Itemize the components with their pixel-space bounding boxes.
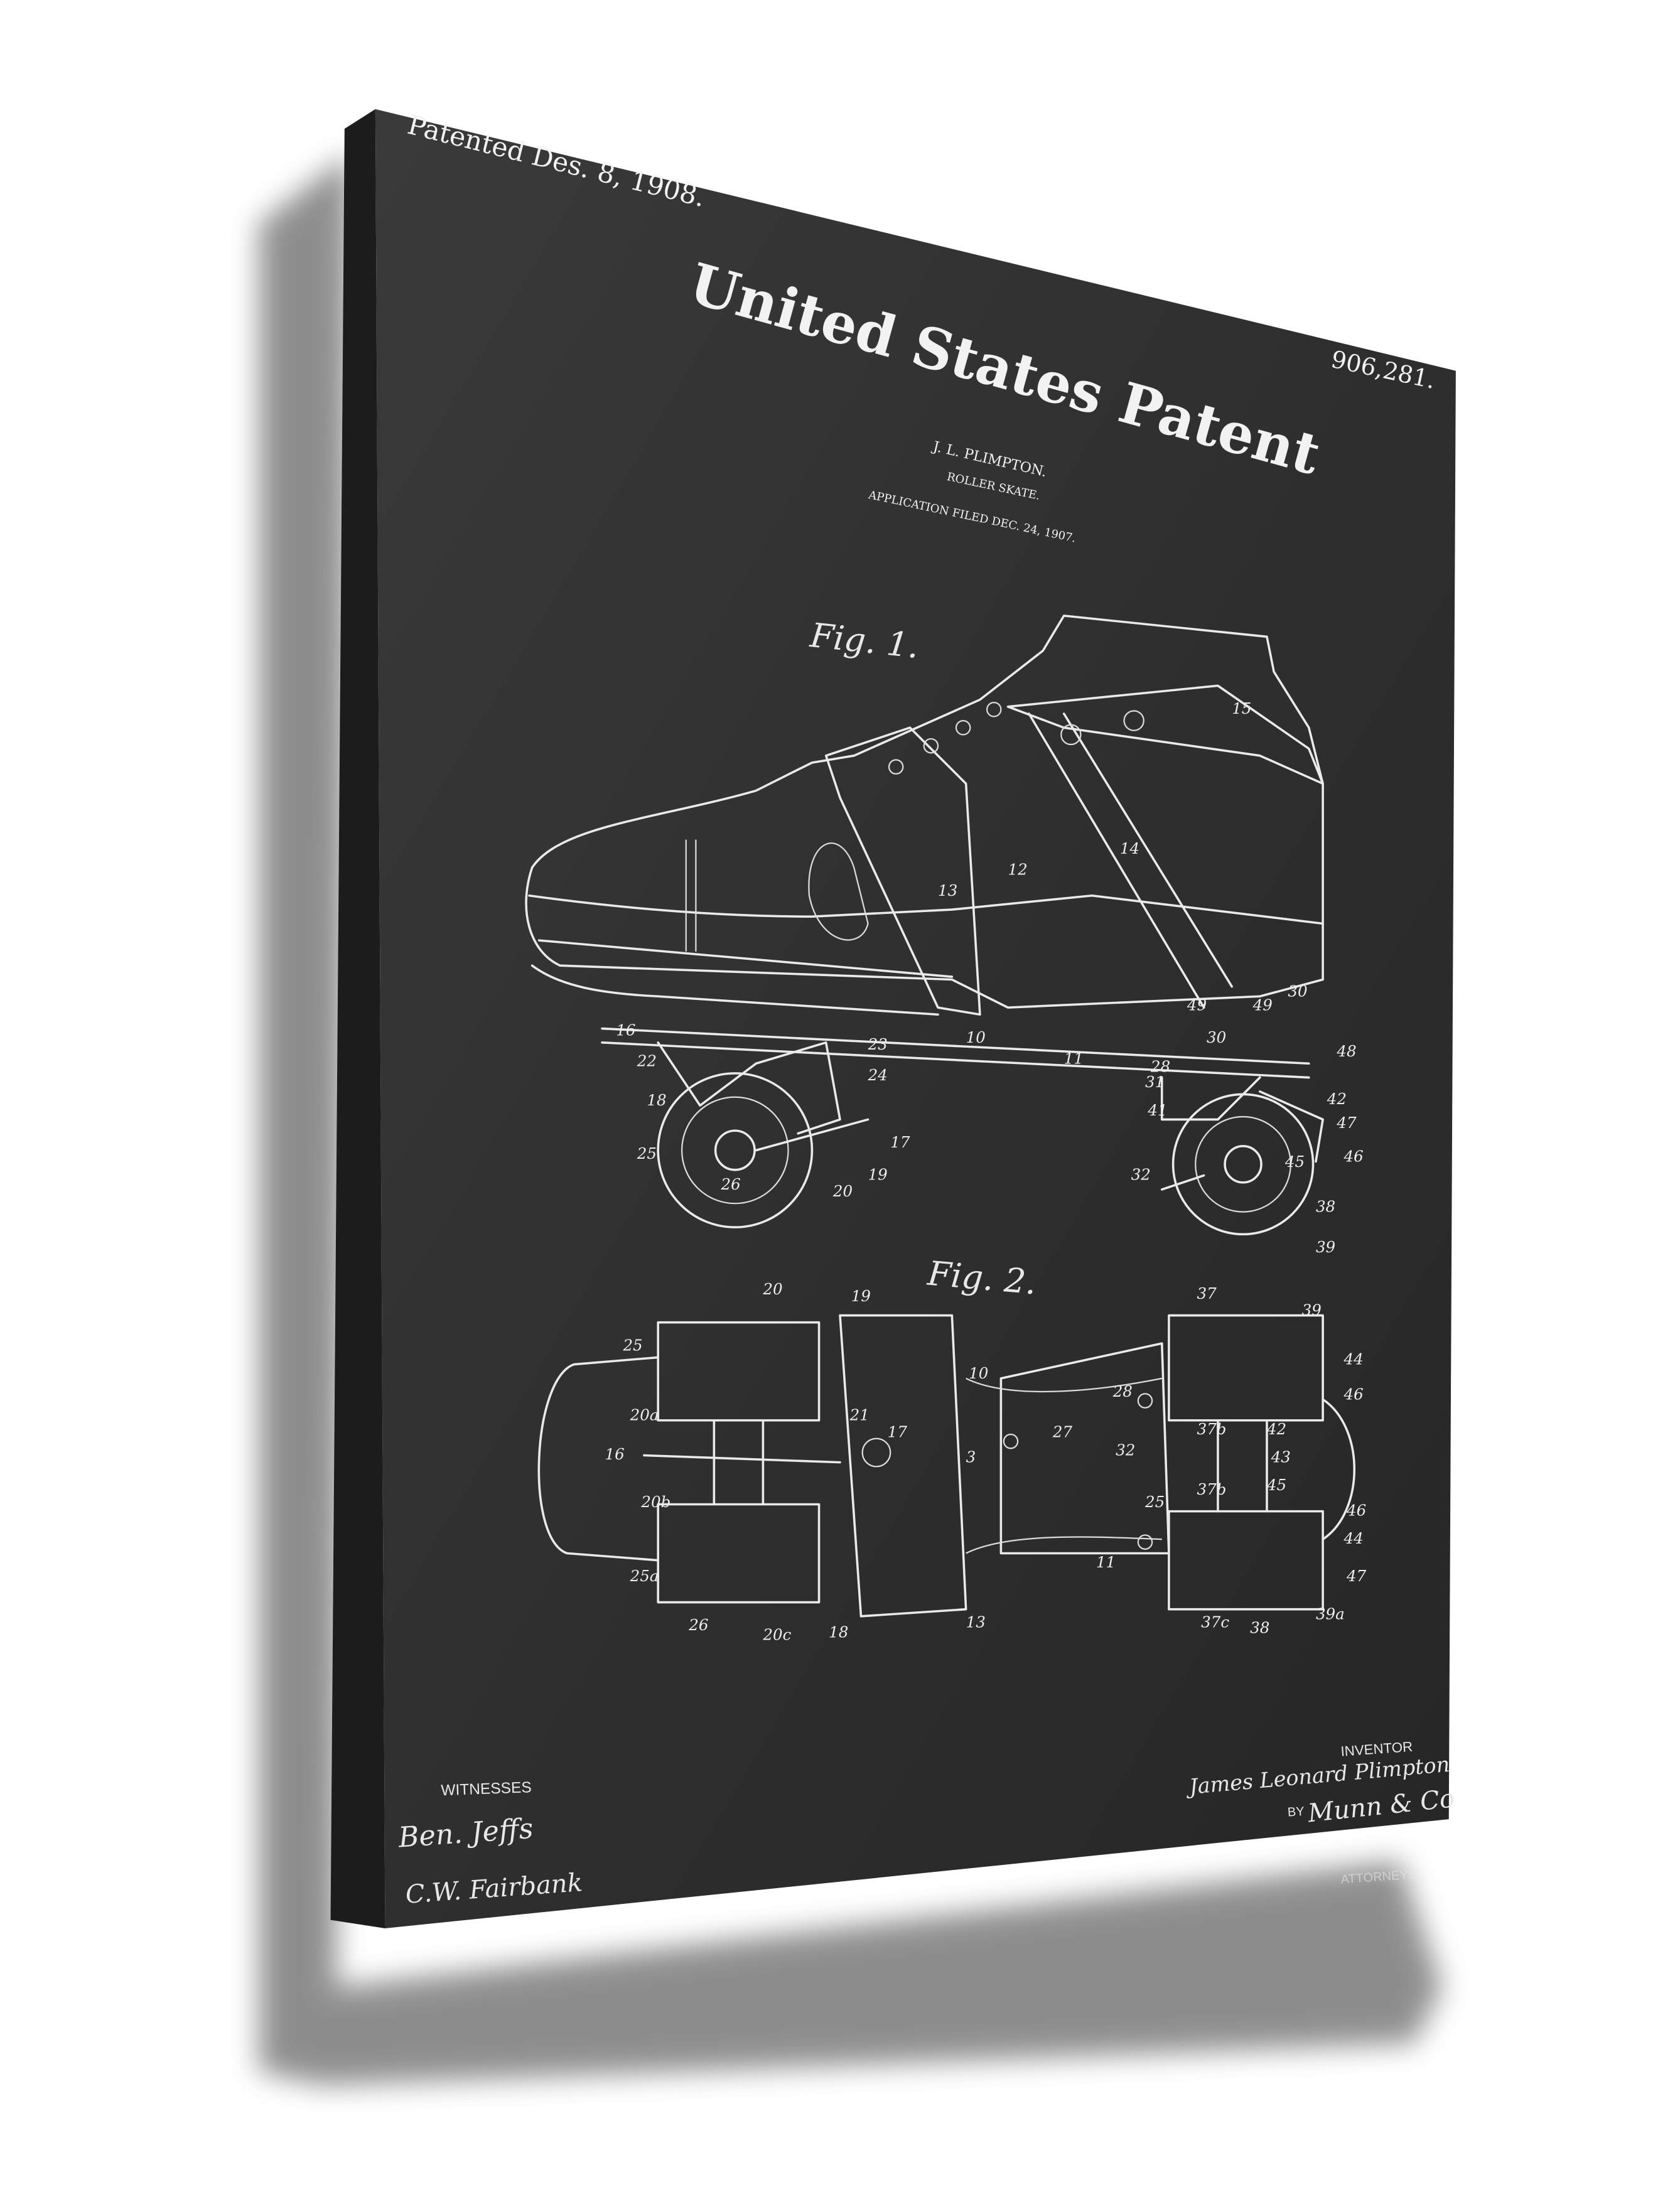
- part-number-label: 3: [966, 1448, 976, 1466]
- part-number-label: 16: [616, 1021, 635, 1039]
- part-number-label: 39: [1302, 1301, 1322, 1319]
- part-number-label: 15: [1232, 699, 1251, 717]
- part-number-label: 25: [1144, 1493, 1165, 1511]
- part-number-label: 17: [888, 1422, 908, 1441]
- canvas-front: [375, 109, 1456, 1928]
- part-number-label: 19: [868, 1165, 888, 1183]
- part-number-label: 23: [868, 1035, 888, 1053]
- part-number-label: 25: [637, 1144, 657, 1163]
- part-number-label: 16: [605, 1445, 624, 1463]
- part-number-label: 37b: [1197, 1420, 1226, 1438]
- part-number-label: 38: [1316, 1198, 1335, 1216]
- part-number-label: 21: [849, 1406, 870, 1424]
- part-number-label: 32: [1131, 1165, 1151, 1183]
- part-number-label: 12: [1008, 860, 1028, 878]
- part-number-label: 46: [1343, 1147, 1364, 1165]
- part-number-label: 48: [1336, 1042, 1356, 1060]
- part-number-label: 42: [1266, 1420, 1286, 1438]
- part-number-label: 10: [966, 1028, 986, 1046]
- part-number-label: 38: [1250, 1619, 1269, 1637]
- part-number-label: 19: [851, 1287, 871, 1305]
- part-number-label: 42: [1327, 1090, 1347, 1108]
- part-number-label: 30: [1207, 1028, 1226, 1046]
- part-number-label: 39a: [1316, 1604, 1345, 1623]
- part-number-label: 18: [829, 1623, 848, 1641]
- witnesses-label: WITNESSES: [441, 1779, 532, 1799]
- part-number-label: 11: [1096, 1553, 1116, 1571]
- part-number-label: 47: [1336, 1114, 1357, 1132]
- part-number-label: 17: [890, 1133, 910, 1151]
- part-number-label: 45: [1266, 1476, 1286, 1494]
- part-number-label: 28: [1112, 1382, 1133, 1400]
- part-number-label: 18: [647, 1091, 666, 1109]
- by-label: BY: [1287, 1805, 1305, 1820]
- part-number-label: 31: [1145, 1073, 1165, 1091]
- part-number-label: 22: [637, 1052, 657, 1070]
- part-number-label: 27: [1052, 1422, 1073, 1441]
- part-number-label: 46: [1346, 1501, 1366, 1519]
- part-number-label: 37: [1197, 1284, 1217, 1303]
- part-number-label: 20: [832, 1182, 853, 1200]
- part-number-label: 20a: [630, 1406, 659, 1424]
- part-number-label: 10: [969, 1364, 988, 1382]
- part-number-label: 24: [868, 1066, 888, 1084]
- part-number-label: 37b: [1197, 1480, 1226, 1498]
- part-number-label: 30: [1288, 982, 1307, 1000]
- part-number-label: 26: [688, 1616, 708, 1634]
- part-number-label: 44: [1343, 1350, 1364, 1368]
- part-number-label: 44: [1343, 1529, 1364, 1547]
- part-number-label: 20c: [762, 1626, 791, 1644]
- part-number-label: 47: [1346, 1567, 1367, 1585]
- part-number-label: 49: [1187, 996, 1207, 1014]
- part-number-label: 37c: [1201, 1613, 1229, 1631]
- part-number-label: 49: [1252, 996, 1273, 1014]
- part-number-label: 32: [1116, 1441, 1135, 1459]
- part-number-label: 25a: [630, 1567, 659, 1585]
- part-number-label: 11: [1064, 1049, 1084, 1067]
- part-number-label: 13: [938, 881, 957, 900]
- part-number-label: 45: [1284, 1152, 1305, 1171]
- part-number-label: 14: [1120, 839, 1139, 857]
- part-number-label: 13: [966, 1613, 986, 1631]
- part-number-label: 39: [1316, 1238, 1335, 1256]
- part-number-label: 20b: [640, 1493, 670, 1511]
- part-number-label: 20: [762, 1280, 782, 1298]
- part-number-label: 25: [622, 1336, 642, 1354]
- part-number-label: 41: [1147, 1101, 1167, 1119]
- part-number-label: 26: [721, 1175, 741, 1193]
- part-number-label: 43: [1271, 1448, 1291, 1466]
- part-number-label: 46: [1343, 1385, 1364, 1403]
